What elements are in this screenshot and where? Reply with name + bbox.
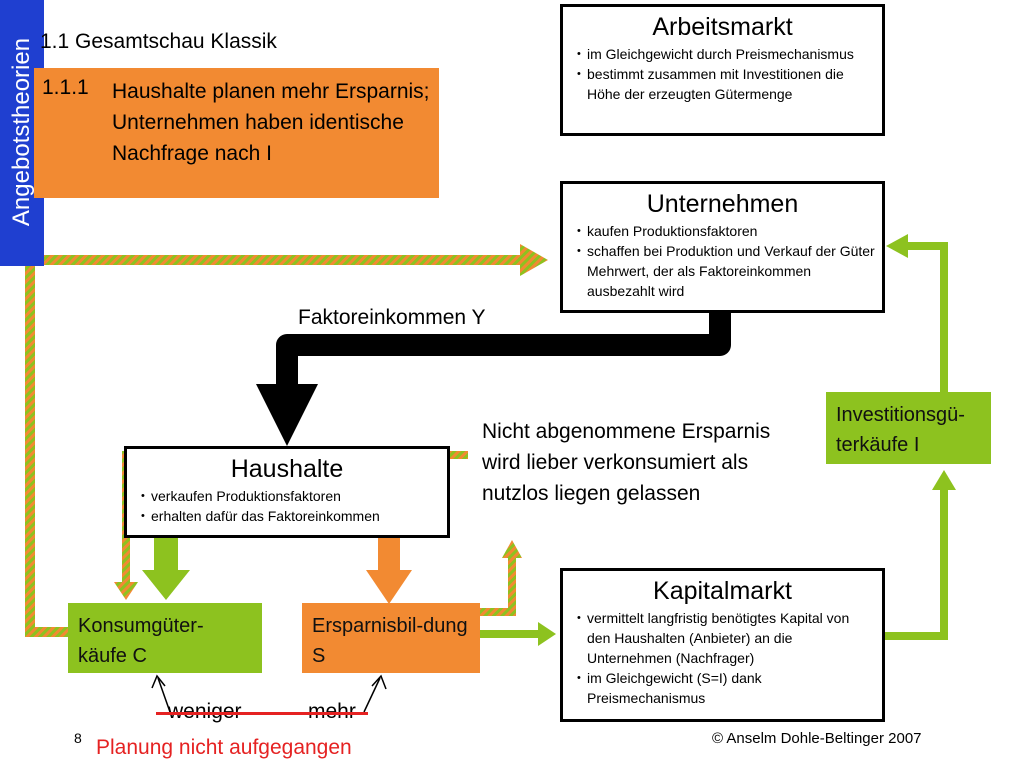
unternehmen-box: Unternehmen kaufen Produktionsfaktoren s…	[560, 181, 885, 313]
weniger-arrowhead	[151, 674, 166, 689]
arbeitsmarkt-box: Arbeitsmarkt im Gleichgewicht durch Prei…	[560, 4, 885, 136]
haushalte-bullet: erhalten dafür das Faktoreinkommen	[141, 506, 441, 526]
mehr-arrowhead	[371, 674, 387, 690]
haushalte-title: Haushalte	[230, 455, 344, 483]
kapitalmarkt-investition-head	[932, 470, 956, 490]
subsection-box: 1.1.1 Haushalte planen mehr Ersparnis; U…	[34, 68, 439, 198]
ersparnis-box: Ersparnisbil-dung S	[302, 603, 480, 673]
ersparnis-to-note-arrow	[480, 556, 516, 616]
ersparnis-to-note-arrowhead	[502, 540, 522, 558]
ersparnis-kapitalmarkt-stem	[480, 630, 540, 638]
haushalte-to-konsum-arrowhead	[114, 582, 138, 600]
konsum-box: Konsumgüter-käufe C	[68, 603, 262, 673]
kapitalmarkt-bullets: vermittelt langfristig benötigtes Kapita…	[563, 608, 882, 708]
kapitalmarkt-investition-arrow	[884, 490, 948, 640]
mehr-label: mehr	[308, 700, 356, 724]
konsum-to-unternehmen-arrow	[25, 255, 520, 637]
ersparnis-kapitalmarkt-head	[538, 622, 556, 646]
subsection-text: Haushalte planen mehr Ersparnis; Unterne…	[112, 80, 430, 165]
investition-box: Investitionsgü-terkäufe I	[826, 392, 991, 464]
planung-label: Planung nicht aufgegangen	[96, 736, 352, 759]
unternehmen-title: Unternehmen	[646, 190, 799, 218]
mehr-arrow	[363, 677, 381, 713]
haushalte-ersparnis-head	[366, 570, 412, 604]
kapitalmarkt-bullet: vermittelt langfristig benötigtes Kapita…	[577, 608, 876, 668]
investition-unternehmen-arrow	[906, 242, 948, 392]
strike-line	[156, 712, 368, 715]
unternehmen-bullet: kaufen Produktionsfaktoren	[577, 221, 876, 241]
faktoreinkommen-label: Faktoreinkommen Y	[298, 306, 486, 329]
note-text: Nicht abgenommene Ersparnis wird lieber …	[482, 420, 771, 505]
section-heading: 1.1 Gesamtschau Klassik	[40, 30, 277, 53]
haushalte-bullets: verkaufen Produktionsfaktoren erhalten d…	[127, 486, 447, 526]
konsum-to-unternehmen-arrowhead	[520, 244, 548, 276]
copyright: © Anselm Dohle-Beltinger 2007	[712, 730, 922, 747]
investition-unternehmen-head	[886, 234, 908, 258]
arbeitsmarkt-title: Arbeitsmarkt	[652, 13, 793, 41]
arbeitsmarkt-bullet: im Gleichgewicht durch Preismechanismus	[577, 44, 876, 64]
haushalte-ersparnis-stem	[378, 538, 400, 572]
kapitalmarkt-title: Kapitalmarkt	[653, 577, 792, 605]
subsection-number: 1.1.1	[42, 76, 89, 99]
faktoreinkommen-arrow	[276, 301, 731, 399]
haushalte-bullet: verkaufen Produktionsfaktoren	[141, 486, 441, 506]
unternehmen-bullet: schaffen bei Produktion und Verkauf der …	[577, 241, 876, 301]
faktoreinkommen-arrowhead	[256, 384, 318, 446]
kapitalmarkt-box: Kapitalmarkt vermittelt langfristig benö…	[560, 568, 885, 722]
page-number: 8	[74, 730, 82, 746]
weniger-arrow	[157, 677, 171, 713]
haushalte-box: Haushalte verkaufen Produktionsfaktoren …	[124, 446, 450, 538]
kapitalmarkt-bullet: im Gleichgewicht (S=I) dank Preismechani…	[577, 668, 876, 708]
haushalte-konsum-stem	[154, 538, 178, 572]
haushalte-konsum-head	[142, 570, 190, 600]
arbeitsmarkt-bullet: bestimmt zusammen mit Investitionen die …	[577, 64, 876, 104]
weniger-label: weniger	[168, 700, 242, 724]
arbeitsmarkt-bullets: im Gleichgewicht durch Preismechanismus …	[563, 44, 882, 104]
unternehmen-bullets: kaufen Produktionsfaktoren schaffen bei …	[563, 221, 882, 301]
